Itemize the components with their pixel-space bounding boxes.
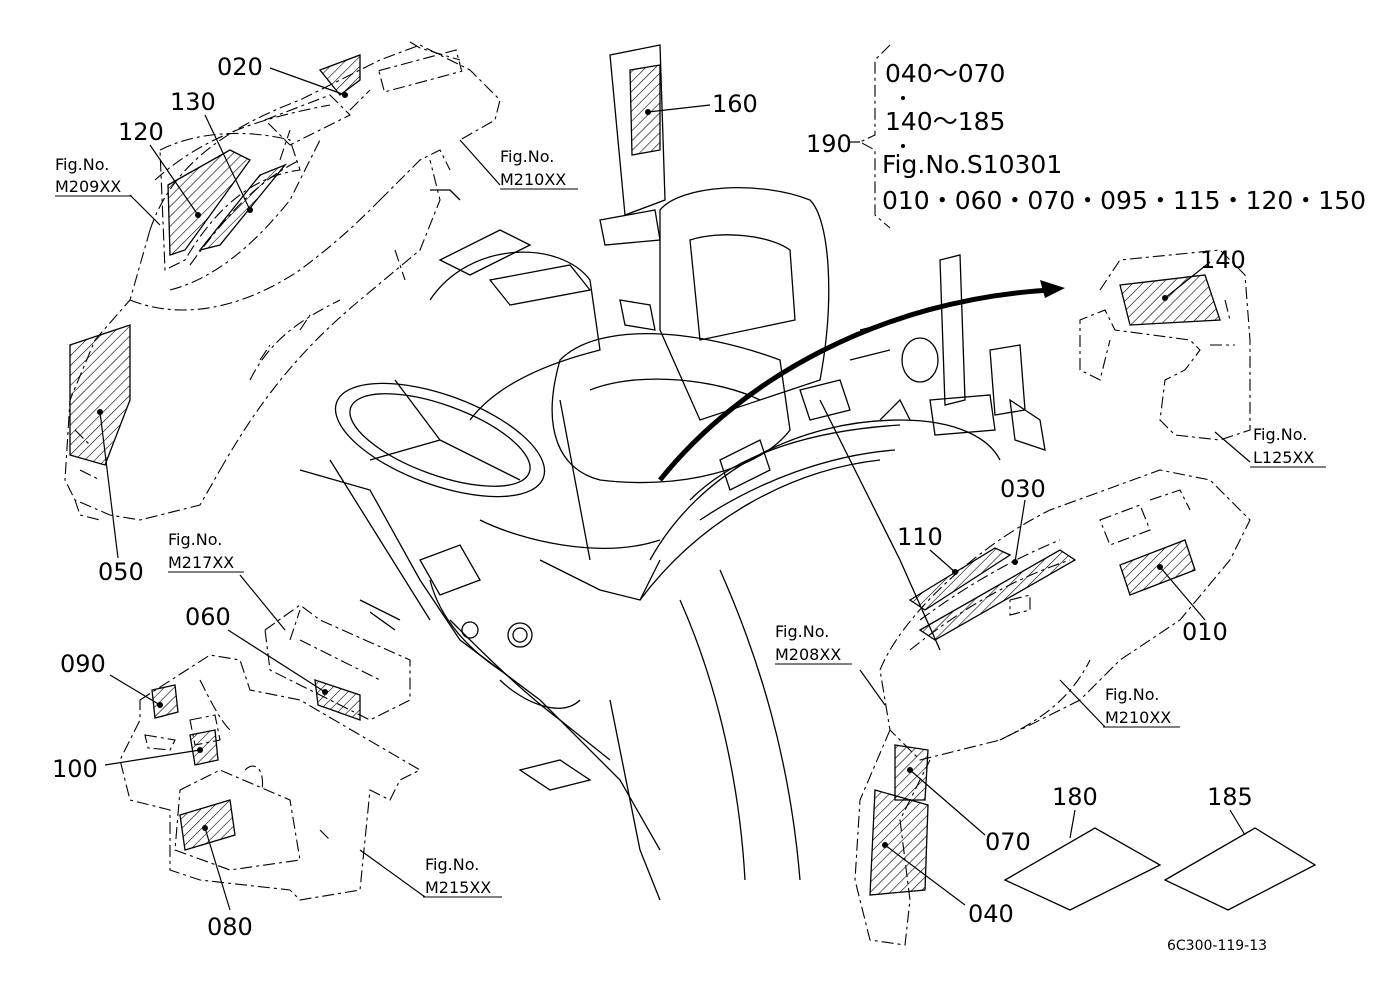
decal-090-left-panel xyxy=(151,684,179,719)
callout-130: 130 xyxy=(170,88,216,116)
decal-030-right-fender xyxy=(918,549,1077,641)
callout-080: 080 xyxy=(207,913,253,941)
sheet-185 xyxy=(1163,827,1317,911)
right-cover-part xyxy=(1079,249,1251,441)
figref-m210-top-line2: M210XX xyxy=(500,170,566,189)
figref-m210-bottom-line1: Fig.No. xyxy=(1105,685,1159,704)
left-fender-part xyxy=(64,41,501,521)
drawing-code: 6C300-119-13 xyxy=(1167,938,1267,954)
figref-m208-line2: M208XX xyxy=(775,645,841,664)
callout-090: 090 xyxy=(60,650,106,678)
decal-060-bracket xyxy=(314,679,361,721)
callout-030: 030 xyxy=(1000,475,1046,503)
callout-050: 050 xyxy=(98,558,144,586)
callout-120: 120 xyxy=(118,118,164,146)
callout-185: 185 xyxy=(1207,783,1253,811)
decal-040-right-fender xyxy=(869,789,929,896)
group-190-line4: 010・060・070・095・115・120・150 xyxy=(882,186,1366,215)
decal-130-left-fender xyxy=(198,163,288,252)
group-190-line1: 040～070 xyxy=(885,59,1005,88)
callout-110: 110 xyxy=(897,523,943,551)
callout-020: 020 xyxy=(217,53,263,81)
figure-references: Fig.No. M209XX Fig.No. M210XX Fig.No. L1… xyxy=(55,147,1326,898)
figref-m215-line2: M215XX xyxy=(425,878,491,897)
callout-100: 100 xyxy=(52,755,98,783)
left-panel-part xyxy=(119,604,422,901)
manual-sheets xyxy=(1003,827,1317,911)
sheet-180 xyxy=(1003,827,1162,911)
figref-l125-line2: L125XX xyxy=(1253,448,1314,467)
group-190-list: 040～070 140～185 Fig.No.S10301 010・060・07… xyxy=(882,59,1366,215)
callout-040: 040 xyxy=(968,900,1014,928)
figref-m208-line1: Fig.No. xyxy=(775,622,829,641)
tractor-body xyxy=(299,44,1065,901)
figref-m217-line2: M217XX xyxy=(168,553,234,572)
callout-180: 180 xyxy=(1052,783,1098,811)
figref-m210-bottom-line2: M210XX xyxy=(1105,708,1171,727)
callout-160: 160 xyxy=(712,90,758,118)
group-190-line2: 140～185 xyxy=(885,107,1005,136)
decal-160-rops xyxy=(629,64,661,156)
callout-070: 070 xyxy=(985,828,1031,856)
figref-m209-line1: Fig.No. xyxy=(55,155,109,174)
leader-lines xyxy=(97,44,1251,911)
decal-120-left-fender xyxy=(167,149,251,256)
figref-l125-line1: Fig.No. xyxy=(1253,425,1307,444)
group-190-line3: Fig.No.S10301 xyxy=(882,150,1062,179)
callout-labels: 020 130 120 160 190 140 050 030 110 010 … xyxy=(52,53,1253,941)
callout-060: 060 xyxy=(185,603,231,631)
figref-m209-line2: M209XX xyxy=(55,177,121,196)
callout-010: 010 xyxy=(1182,618,1228,646)
decal-100-left-panel xyxy=(189,729,219,766)
right-fender-part xyxy=(854,469,1251,946)
callout-190: 190 xyxy=(806,130,852,158)
decal-110-right-fender xyxy=(908,547,1012,611)
decal-020-left-fender xyxy=(318,54,361,96)
decal-140-cover xyxy=(1119,274,1221,326)
figref-m215-line1: Fig.No. xyxy=(425,855,479,874)
decal-050-left-fender xyxy=(69,324,131,466)
figref-m210-top-line1: Fig.No. xyxy=(500,147,554,166)
figref-m217-line1: Fig.No. xyxy=(168,530,222,549)
callout-140: 140 xyxy=(1200,246,1246,274)
decal-080-left-panel xyxy=(179,799,236,851)
